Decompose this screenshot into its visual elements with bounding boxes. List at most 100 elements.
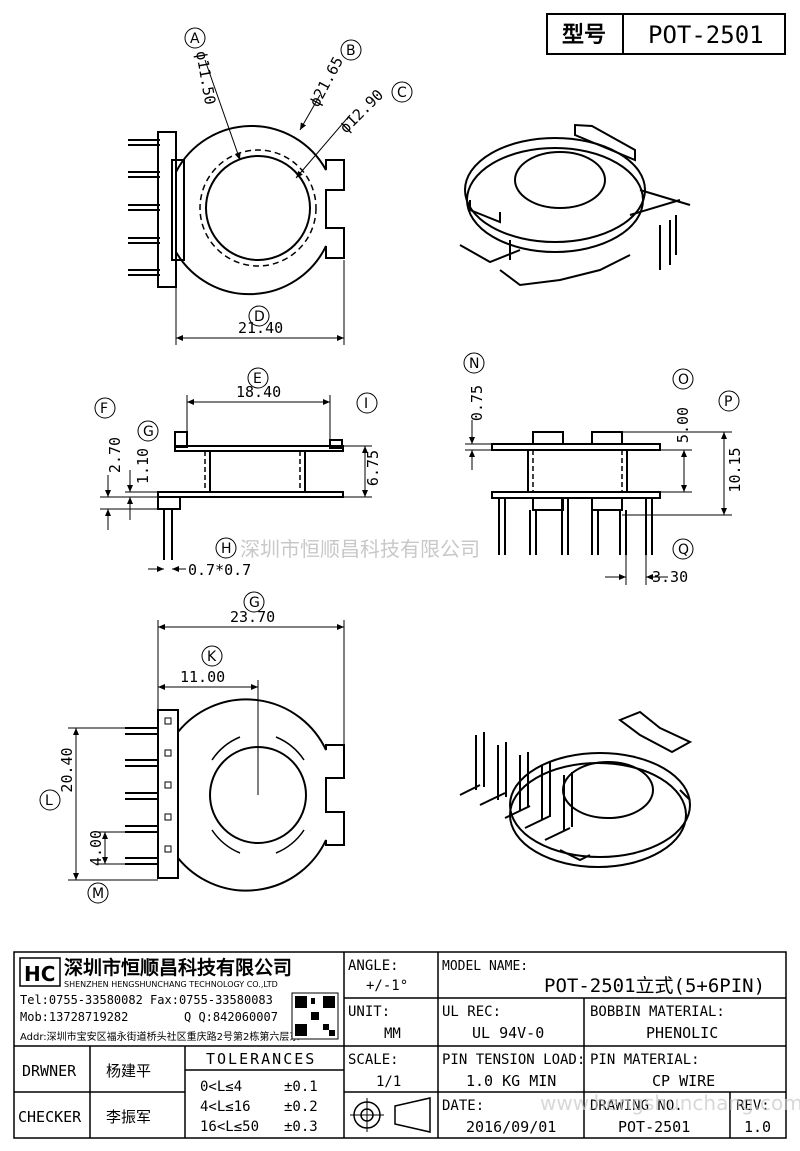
tolerances-label: TOLERANCES bbox=[206, 1050, 316, 1068]
company-name-cn: 深圳市恒顺昌科技有限公司 bbox=[64, 956, 292, 979]
dim-d: 21.40 bbox=[238, 319, 283, 337]
company-tel: Tel:0755-33580082 Fax:0755-33580083 bbox=[20, 993, 273, 1007]
top-view-dims bbox=[175, 59, 351, 345]
date-value: 2016/09/01 bbox=[466, 1118, 556, 1136]
side-view-dims bbox=[100, 395, 372, 572]
dim-n: 0.75 bbox=[468, 385, 486, 421]
dim-e: 18.40 bbox=[236, 383, 281, 401]
unit-value: MM bbox=[384, 1026, 401, 1042]
tol-value-3: ±0.3 bbox=[284, 1119, 318, 1135]
bubble-b: B bbox=[340, 39, 362, 61]
bubble-m: M bbox=[87, 882, 109, 904]
dim-b: ϕ21.65 bbox=[306, 54, 347, 110]
dim-k: 11.00 bbox=[180, 668, 225, 686]
tol-value-1: ±0.1 bbox=[284, 1079, 318, 1095]
drawer-label: DRWNER bbox=[22, 1062, 77, 1080]
bubble-o: O bbox=[672, 368, 694, 390]
ul-label: UL REC: bbox=[442, 1004, 501, 1020]
dim-p: 10.15 bbox=[726, 447, 744, 492]
dim-m: 4.00 bbox=[87, 830, 105, 866]
company-name-en: SHENZHEN HENGSHUNCHANG TECHNOLOGY CO.,LT… bbox=[64, 980, 278, 989]
scale-label: SCALE: bbox=[348, 1052, 399, 1068]
svg-text:M: M bbox=[92, 886, 104, 902]
checker-label: CHECKER bbox=[18, 1108, 82, 1126]
bubble-q: Q bbox=[672, 538, 694, 560]
dim-f: 2.70 bbox=[106, 437, 124, 473]
bubble-d: D bbox=[248, 305, 270, 327]
bubble-c: C bbox=[391, 81, 413, 103]
bottom-view bbox=[125, 698, 345, 892]
pin-value: CP WIRE bbox=[652, 1072, 715, 1090]
bobbin-value: PHENOLIC bbox=[646, 1024, 718, 1042]
dim-g-bottom: 23.70 bbox=[230, 608, 275, 626]
unit-label: UNIT: bbox=[348, 1004, 390, 1020]
svg-text:I: I bbox=[364, 396, 368, 412]
bubble-h: H bbox=[215, 537, 237, 559]
front-view-dims bbox=[465, 420, 732, 585]
bubble-p: P bbox=[718, 390, 740, 412]
svg-text:P: P bbox=[724, 394, 732, 410]
rev-value: 1.0 bbox=[744, 1118, 771, 1136]
svg-text:K: K bbox=[207, 649, 217, 665]
svg-text:C: C bbox=[397, 85, 407, 101]
top-view bbox=[128, 124, 345, 296]
side-view bbox=[157, 431, 344, 560]
drawing-no-label: DRAWING NO. bbox=[590, 1098, 683, 1114]
bobbin-label: BOBBIN MATERIAL: bbox=[590, 1004, 725, 1020]
angle-value: +/-1° bbox=[366, 978, 408, 994]
tension-label: PIN TENSION LOAD: bbox=[442, 1052, 585, 1068]
svg-text:L: L bbox=[45, 793, 53, 809]
company-logo: HC bbox=[19, 957, 61, 987]
bubble-i: I bbox=[356, 392, 378, 414]
tension-value: 1.0 KG MIN bbox=[466, 1072, 556, 1090]
bottom-view-dims bbox=[68, 620, 345, 881]
bubble-k: K bbox=[201, 645, 223, 667]
model-name-value: POT-2501立式(5+6PIN) bbox=[544, 975, 765, 997]
company-mob: Mob:13728719282 bbox=[20, 1010, 128, 1024]
svg-text:G: G bbox=[249, 595, 260, 611]
ul-value: UL 94V-0 bbox=[472, 1024, 544, 1042]
dim-o: 5.00 bbox=[674, 407, 692, 443]
dim-q: 3.30 bbox=[652, 568, 688, 586]
tol-range-3: 16<L≤50 bbox=[200, 1119, 259, 1135]
dim-h: 0.7*0.7 bbox=[188, 561, 251, 579]
svg-text:O: O bbox=[678, 372, 689, 388]
rev-label: REV: bbox=[736, 1098, 770, 1114]
iso-view-bottom bbox=[459, 710, 693, 868]
svg-text:Q: Q bbox=[678, 542, 689, 558]
tol-range-2: 4<L≤16 bbox=[200, 1099, 251, 1115]
svg-text:A: A bbox=[190, 31, 200, 47]
dim-a: ϕ11.50 bbox=[192, 50, 219, 106]
svg-text:N: N bbox=[469, 356, 479, 372]
model-name-label: MODEL NAME: bbox=[442, 959, 528, 974]
bubble-a: A bbox=[184, 27, 206, 49]
projection-symbol bbox=[350, 1097, 431, 1133]
svg-text:E: E bbox=[253, 371, 262, 387]
drawer-value: 杨建平 bbox=[106, 1062, 151, 1080]
bubble-g-side: G bbox=[137, 420, 159, 442]
svg-text:H: H bbox=[221, 541, 232, 557]
svg-text:HC: HC bbox=[24, 962, 55, 986]
iso-view-top bbox=[459, 123, 691, 287]
svg-text:D: D bbox=[254, 309, 265, 325]
bubble-g-bottom: G bbox=[243, 591, 265, 613]
dim-g: 1.10 bbox=[134, 448, 152, 484]
tol-value-2: ±0.2 bbox=[284, 1099, 318, 1115]
angle-label: ANGLE: bbox=[348, 958, 399, 974]
title-block-frame bbox=[13, 951, 787, 1139]
scale-value: 1/1 bbox=[376, 1074, 401, 1090]
bubble-l: L bbox=[39, 789, 61, 811]
front-view bbox=[491, 431, 661, 555]
bubble-n: N bbox=[463, 352, 485, 374]
qr-code bbox=[291, 992, 339, 1040]
date-label: DATE: bbox=[442, 1098, 484, 1114]
header-box bbox=[546, 13, 786, 55]
watermark-center: 深圳市恒顺昌科技有限公司 bbox=[240, 537, 480, 561]
pin-label: PIN MATERIAL: bbox=[590, 1052, 700, 1068]
svg-text:B: B bbox=[346, 43, 356, 59]
company-addr: Addr:深圳市宝安区福永街道桥头社区重庆路2号第2栋第六层东 bbox=[20, 1030, 299, 1043]
company-qq: Q Q:842060007 bbox=[184, 1010, 278, 1024]
bubble-e: E bbox=[247, 367, 269, 389]
model-value: POT-2501 bbox=[648, 21, 764, 49]
